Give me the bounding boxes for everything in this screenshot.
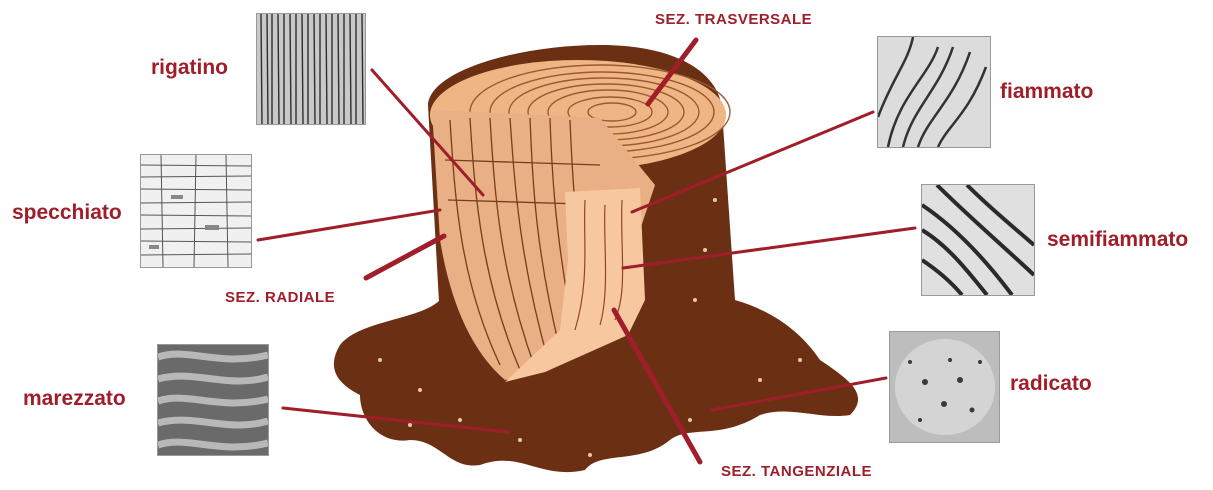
label-semifiammato: semifiammato: [1047, 228, 1188, 252]
fiammato-texture: [878, 37, 990, 147]
radicato-texture: [890, 332, 999, 442]
section-radiale: SEZ. RADIALE: [225, 289, 335, 306]
section-tangenziale: SEZ. TANGENZIALE: [721, 463, 872, 480]
rigatino-swatch: [256, 13, 366, 125]
marezzato-swatch: [157, 344, 269, 456]
section-trasversale: SEZ. TRASVERSALE: [655, 11, 812, 28]
radicato-swatch: [889, 331, 1000, 443]
specchiato-texture: [141, 155, 251, 267]
label-radicato: radicato: [1010, 372, 1092, 396]
semifiammato-texture: [922, 185, 1034, 295]
marezzato-texture: [158, 345, 268, 455]
fiammato-swatch: [877, 36, 991, 148]
rigatino-texture: [257, 14, 365, 124]
label-fiammato: fiammato: [1000, 80, 1093, 104]
specchiato-swatch: [140, 154, 252, 268]
label-marezzato: marezzato: [23, 387, 126, 411]
label-specchiato: specchiato: [12, 201, 122, 225]
semifiammato-swatch: [921, 184, 1035, 296]
leader-radiale: [366, 236, 444, 278]
leader-specchiato: [258, 210, 440, 240]
label-rigatino: rigatino: [151, 56, 228, 80]
